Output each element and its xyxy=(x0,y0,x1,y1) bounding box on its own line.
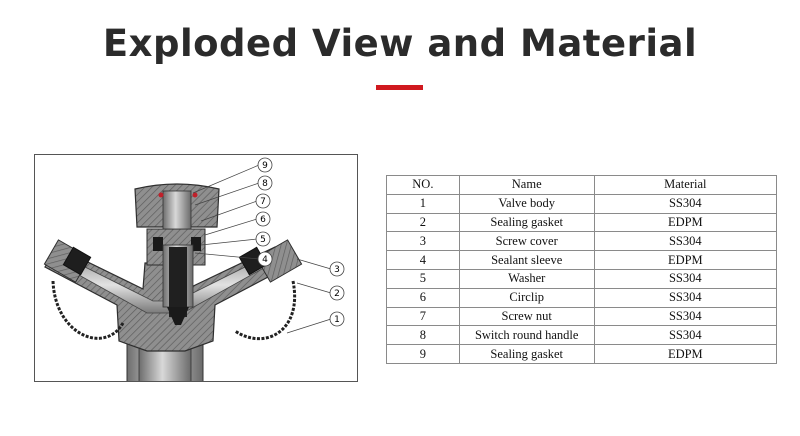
svg-text:4: 4 xyxy=(262,255,268,265)
header-no: NO. xyxy=(386,175,460,195)
material-table: NO. Name Material 1 Valve body SS304 2 S… xyxy=(386,175,778,364)
callout-6: 6 xyxy=(255,211,271,227)
callout-2: 2 xyxy=(329,285,345,301)
cell-name: Washer xyxy=(458,268,595,289)
cell-name: Screw nut xyxy=(458,306,595,327)
exploded-view-drawing: 9 8 7 6 5 4 3 2 xyxy=(34,154,358,382)
page-title: Exploded View and Material xyxy=(102,22,698,65)
stem xyxy=(162,244,194,325)
cell-material: SS304 xyxy=(593,193,778,214)
cell-material: SS304 xyxy=(593,306,778,327)
cell-name: Valve body xyxy=(458,193,595,214)
svg-text:2: 2 xyxy=(334,289,340,299)
cell-name: Circlip xyxy=(458,287,595,308)
table-row: 1 Valve body SS304 xyxy=(386,193,778,214)
table-row: 6 Circlip SS304 xyxy=(386,287,778,308)
leader-lines xyxy=(192,164,332,334)
callout-4: 4 xyxy=(257,251,273,267)
cell-no: 2 xyxy=(386,212,460,233)
cell-material: SS304 xyxy=(593,268,778,289)
callout-9: 9 xyxy=(257,157,273,173)
table-row: 3 Screw cover SS304 xyxy=(386,231,778,252)
cell-no: 8 xyxy=(386,325,460,346)
cell-no: 7 xyxy=(386,306,460,327)
cell-name: Sealant sleeve xyxy=(458,250,595,270)
valve-cross-section: 9 8 7 6 5 4 3 2 xyxy=(43,157,345,381)
cell-name: Sealing gasket xyxy=(458,344,595,364)
cell-no: 3 xyxy=(386,231,460,252)
title-accent-bar xyxy=(376,85,423,90)
table-row: 4 Sealant sleeve EDPM xyxy=(386,250,778,270)
header-material: Material xyxy=(593,175,778,195)
callout-5: 5 xyxy=(255,231,271,247)
table-row: 5 Washer SS304 xyxy=(386,268,778,289)
cell-material: SS304 xyxy=(593,231,778,252)
callout-3: 3 xyxy=(329,261,345,277)
cell-material: SS304 xyxy=(593,287,778,308)
cell-material: EDPM xyxy=(593,344,778,364)
cell-no: 6 xyxy=(386,287,460,308)
svg-text:9: 9 xyxy=(262,161,268,171)
table-row: 7 Screw nut SS304 xyxy=(386,306,778,327)
cell-no: 1 xyxy=(386,193,460,214)
left-inlet xyxy=(43,239,92,283)
cell-material: EDPM xyxy=(593,212,778,233)
svg-text:7: 7 xyxy=(260,197,266,207)
callout-8: 8 xyxy=(257,175,273,191)
round-handle xyxy=(134,183,220,230)
callout-1: 1 xyxy=(329,311,345,327)
svg-text:1: 1 xyxy=(334,315,340,325)
cell-name: Screw cover xyxy=(458,231,595,252)
cell-no: 9 xyxy=(386,344,460,364)
svg-text:5: 5 xyxy=(260,235,266,245)
table-row: 8 Switch round handle SS304 xyxy=(386,325,778,346)
svg-text:6: 6 xyxy=(260,215,266,225)
cell-name: Sealing gasket xyxy=(458,212,595,233)
callout-7: 7 xyxy=(255,193,271,209)
svg-text:8: 8 xyxy=(262,179,268,189)
left-chain xyxy=(51,280,125,340)
cell-material: SS304 xyxy=(593,325,778,346)
cell-material: EDPM xyxy=(593,250,778,270)
svg-text:3: 3 xyxy=(334,265,340,275)
right-chain xyxy=(234,280,297,341)
table-row: 9 Sealing gasket EDPM xyxy=(386,344,778,364)
table-header-row: NO. Name Material xyxy=(386,175,778,195)
table-row: 2 Sealing gasket EDPM xyxy=(386,212,778,233)
cell-no: 5 xyxy=(386,268,460,289)
header-name: Name xyxy=(458,175,595,195)
cell-name: Switch round handle xyxy=(458,325,595,346)
cell-no: 4 xyxy=(386,250,460,270)
